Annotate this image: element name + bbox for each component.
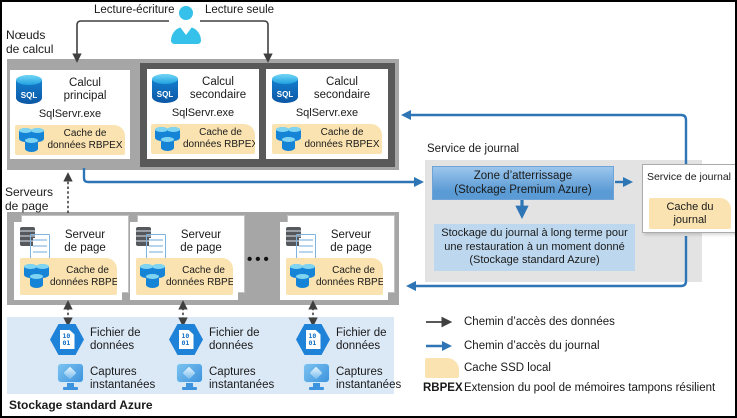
legend-log-path-label: Chemin d’accès du journal	[464, 340, 600, 352]
database-stack-icon	[19, 127, 47, 153]
rbpex-data-cache: Cache de données RBPEX	[272, 124, 382, 154]
binary-page: 10 01	[59, 330, 75, 349]
legend-ssd-cache-label: Cache SSD local	[464, 362, 551, 374]
compute-node-primary: SQL Calcul principal SqlServr.exe Cache …	[10, 70, 130, 159]
snapshot-monitor-icon	[55, 363, 85, 392]
compute-node-secondary-1: SQL Calcul secondaire SqlServr.exe Cache…	[147, 69, 259, 159]
compute-nodes-label: Nœuds de calcul	[6, 28, 54, 56]
database-stack-icon	[276, 126, 304, 152]
read-write-label: Lecture-écriture	[94, 4, 175, 16]
legend-rbpex-description: Extension du pool de mémoires tampons ré…	[464, 382, 716, 394]
cache-label: Cache de données RBPEX	[50, 264, 117, 288]
database-stack-icon	[24, 264, 50, 289]
person-head	[179, 6, 193, 20]
snapshot-monitor-icon	[174, 363, 204, 392]
sql-icon-label: SQL	[20, 91, 38, 100]
node-title: Calcul secondaire	[189, 76, 247, 101]
read-write-arrow	[72, 20, 169, 63]
person-body	[171, 27, 201, 44]
compute-nodes-label-line1: Nœuds	[6, 28, 46, 42]
node-title: Serveur de page	[180, 229, 222, 254]
sql-database-icon: SQL	[272, 74, 298, 103]
compute-nodes-label-line2: de calcul	[6, 41, 54, 56]
person-icon	[169, 6, 203, 44]
node-title: Calcul secondaire	[313, 76, 371, 101]
log-service-section-label: Service de journal	[427, 143, 520, 155]
snapshots-label: Captures instantanées	[336, 366, 402, 391]
rbpex-data-cache: Cache de données RBPEX	[286, 258, 383, 295]
process-label: SqlServr.exe	[171, 107, 235, 119]
rbpex-data-cache: Cache de données RBPEX	[136, 258, 233, 295]
cache-label: Cache de données RBPEX	[316, 264, 383, 288]
log-cache: Cache du journal	[649, 198, 731, 229]
process-label: SqlServr.exe	[38, 108, 102, 120]
sql-database-icon: SQL	[16, 75, 42, 104]
cache-label: Cache de données RBPEX	[304, 127, 380, 150]
landing-zone-box: Zone d’atterrissage (Stockage Premium Az…	[432, 166, 614, 200]
database-stack-icon	[155, 126, 183, 152]
database-stack-icon	[290, 264, 316, 289]
snapshots-label: Captures instantanées	[209, 366, 275, 391]
snapshot-monitor-icon	[301, 363, 331, 392]
long-term-log-storage-box: Stockage du journal à long terme pour un…	[434, 224, 635, 271]
sql-database-icon: SQL	[152, 74, 178, 103]
cache-label: Cache de données RBPEX	[166, 264, 233, 288]
data-file-label: Fichier de données	[209, 327, 260, 352]
log-service-box: Service de journal Cache du journal	[642, 164, 735, 233]
page-server-3: Serveur de page Cache de données RBPEX	[280, 222, 388, 300]
primary-to-landing-zone-log-arrow	[82, 168, 425, 188]
page-server-2: Serveur de page Cache de données RBPEX	[130, 222, 238, 300]
process-label: SqlServr.exe	[295, 107, 359, 119]
data-file-label: Fichier de données	[90, 327, 141, 352]
node-title: Serveur de page	[330, 229, 372, 254]
server-page-icon	[20, 227, 50, 260]
snapshots-label: Captures instantanées	[90, 366, 156, 391]
legend-rbpex-term: RBPEX	[423, 382, 463, 394]
node-title: Calcul principal	[63, 77, 107, 102]
page-servers-ellipsis: •••	[247, 251, 272, 268]
page-server-1: Serveur de page Cache de données RBPEX	[14, 222, 122, 300]
log-service-box-title: Service de journal	[646, 171, 732, 183]
cache-label: Cache de données RBPEX	[47, 128, 123, 151]
sql-icon-label: SQL	[276, 90, 294, 99]
sql-icon-label: SQL	[156, 90, 174, 99]
server-page-icon	[286, 227, 316, 260]
legend-ssd-cache-swatch	[425, 358, 459, 378]
cache-label: Cache de données RBPEX	[183, 127, 255, 150]
page-servers-label: Serveurs de page	[5, 185, 54, 213]
database-stack-icon	[140, 264, 166, 289]
legend-data-path-label: Chemin d’accès des données	[464, 316, 615, 328]
read-only-arrow	[200, 20, 273, 63]
node-title: Serveur de page	[64, 229, 106, 254]
rbpex-data-cache: Cache de données RBPEX	[151, 124, 255, 154]
rbpex-data-cache: Cache de données RBPEX	[20, 258, 117, 295]
read-only-label: Lecture seule	[205, 4, 275, 16]
server-page-icon	[136, 227, 166, 260]
binary-page: 10 01	[178, 330, 194, 349]
binary-page: 10 01	[305, 330, 321, 349]
person-collar	[180, 27, 192, 35]
data-file-label: Fichier de données	[336, 327, 387, 352]
standard-storage-label: Stockage standard Azure	[9, 398, 153, 412]
rbpex-data-cache: Cache de données RBPEX	[15, 125, 125, 155]
compute-node-secondary-2: SQL Calcul secondaire SqlServr.exe Cache…	[266, 69, 388, 159]
